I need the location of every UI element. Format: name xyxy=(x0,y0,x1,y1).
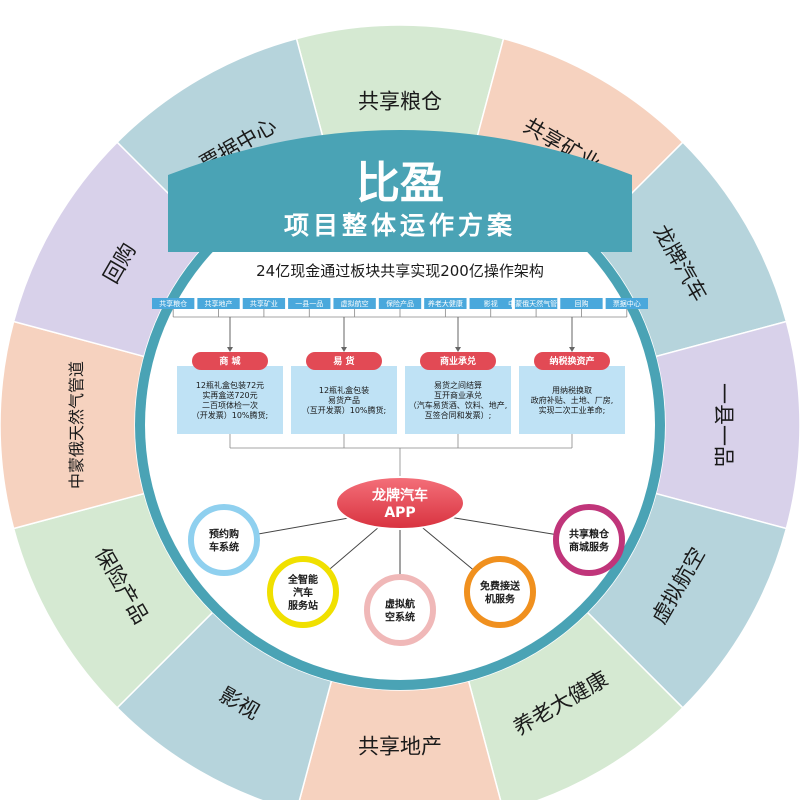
arrow-head xyxy=(227,347,233,352)
service-label: 车系统 xyxy=(209,541,239,554)
ring-segment-label: 一县一品 xyxy=(712,383,736,467)
app-subtitle: APP xyxy=(384,505,415,521)
sector-box xyxy=(469,298,512,309)
sector-box xyxy=(197,298,240,309)
service-label: 汽车 xyxy=(293,586,313,599)
sector-box-label: 共享地产 xyxy=(205,299,233,308)
service-label: 共享粮仓 xyxy=(569,528,610,541)
column-desc-line: （互开发票）10%腾货; xyxy=(302,405,386,415)
column-pill-label: 易 货 xyxy=(333,355,354,367)
ring-segment-label: 共享粮仓 xyxy=(358,90,442,114)
column-desc-line: 用纳税换取 xyxy=(552,385,592,395)
sector-box xyxy=(152,298,195,309)
ring-segment-label: 中蒙俄天然气管道 xyxy=(67,361,86,489)
outer-ring: 共享粮仓共享矿业龙牌汽车一县一品虚拟航空养老大健康共享地产影视保险产品中蒙俄天然… xyxy=(0,24,800,804)
banner-subtitle: 项目整体运作方案 xyxy=(284,211,516,240)
column-pill-label: 商 城 xyxy=(219,355,240,367)
service-circle xyxy=(553,504,625,576)
column-pill-label: 纳税换资产 xyxy=(549,355,594,367)
sector-box-label: 虚拟航空 xyxy=(341,299,369,308)
sector-box xyxy=(242,298,286,309)
sector-box xyxy=(378,298,422,309)
column-desc-line: 互开商业承兑 xyxy=(434,390,482,400)
inner-disk xyxy=(145,170,655,680)
column-desc-line: 实现二次工业革命; xyxy=(539,405,606,415)
column-desc-line: 易货产品 xyxy=(328,395,360,405)
column-desc-line: 实再盒送720元 xyxy=(202,390,257,400)
sector-box-label: 共享矿业 xyxy=(250,299,278,308)
column-pill xyxy=(306,352,382,370)
service-circle xyxy=(364,574,436,646)
column-box xyxy=(519,366,625,434)
sector-box-label: 票据中心 xyxy=(613,299,641,308)
service-label: 服务站 xyxy=(288,599,318,612)
sector-box-label: 保险产品 xyxy=(386,299,414,308)
column-box xyxy=(405,366,511,434)
column-pill xyxy=(420,352,496,370)
service-label: 虚拟航 xyxy=(385,598,415,611)
column-desc-line: 易货之间结算 xyxy=(434,380,482,390)
service-label: 商城服务 xyxy=(569,541,610,554)
service-label: 预约购 xyxy=(209,528,239,541)
headline: 24亿现金通过板块共享实现200亿操作架构 xyxy=(256,262,544,280)
app-title: 龙牌汽车 xyxy=(371,487,428,504)
column-pill xyxy=(192,352,268,370)
column-desc-line: （开发票）10%腾货; xyxy=(192,410,268,420)
sector-box xyxy=(514,298,558,309)
column-box xyxy=(291,366,397,434)
sector-box xyxy=(288,298,331,309)
service-label: 空系统 xyxy=(385,611,415,624)
arrow-head xyxy=(569,347,575,352)
sector-box-row: 共享粮仓 共享地产 共享矿业 一县一品 虚拟航空 保险产品 养老大健康 影视 中蒙俄天然气管道 回… xyxy=(152,298,648,318)
sector-box-label: 中蒙俄天然气管道 xyxy=(508,299,564,308)
banner-title: 比盈 xyxy=(356,158,444,209)
sector-box xyxy=(333,298,376,309)
title-banner xyxy=(168,130,632,252)
service-label: 全智能 xyxy=(287,573,318,586)
column-pill-label: 商业承兑 xyxy=(440,355,476,367)
column-pill xyxy=(534,352,610,370)
sector-box-label: 一县一品 xyxy=(295,300,323,308)
column-desc-line: 二百项体检一次 xyxy=(202,400,258,410)
sector-box-label: 养老大健康 xyxy=(428,299,463,308)
column-desc-line: （汽车易货酒、饮料、地产, xyxy=(409,400,508,410)
ring-segment-label: 共享地产 xyxy=(358,735,442,759)
arrow-head xyxy=(341,347,347,352)
service-circle xyxy=(188,504,260,576)
column-desc-line: 12瓶礼盒包装72元 xyxy=(196,380,264,390)
column-desc-line: 政府补贴、土地、厂房, xyxy=(531,395,614,405)
app-badge xyxy=(335,476,465,530)
sector-box-label: 共享粮仓 xyxy=(159,299,187,308)
sector-box xyxy=(560,298,603,309)
sector-box-label: 回购 xyxy=(574,299,588,308)
service-circle xyxy=(267,556,339,628)
sector-box xyxy=(605,298,648,309)
service-circle xyxy=(464,556,536,628)
column-box xyxy=(177,366,283,434)
sector-box xyxy=(424,298,467,309)
column-desc-line: 12瓶礼盒包装 xyxy=(319,385,369,395)
service-label: 免费接送 xyxy=(480,580,521,593)
sector-box-label: 影视 xyxy=(484,299,498,308)
arrow-head xyxy=(455,347,461,352)
column-desc-line: 互签合同和发票）; xyxy=(425,410,492,420)
service-label: 机服务 xyxy=(485,593,516,606)
